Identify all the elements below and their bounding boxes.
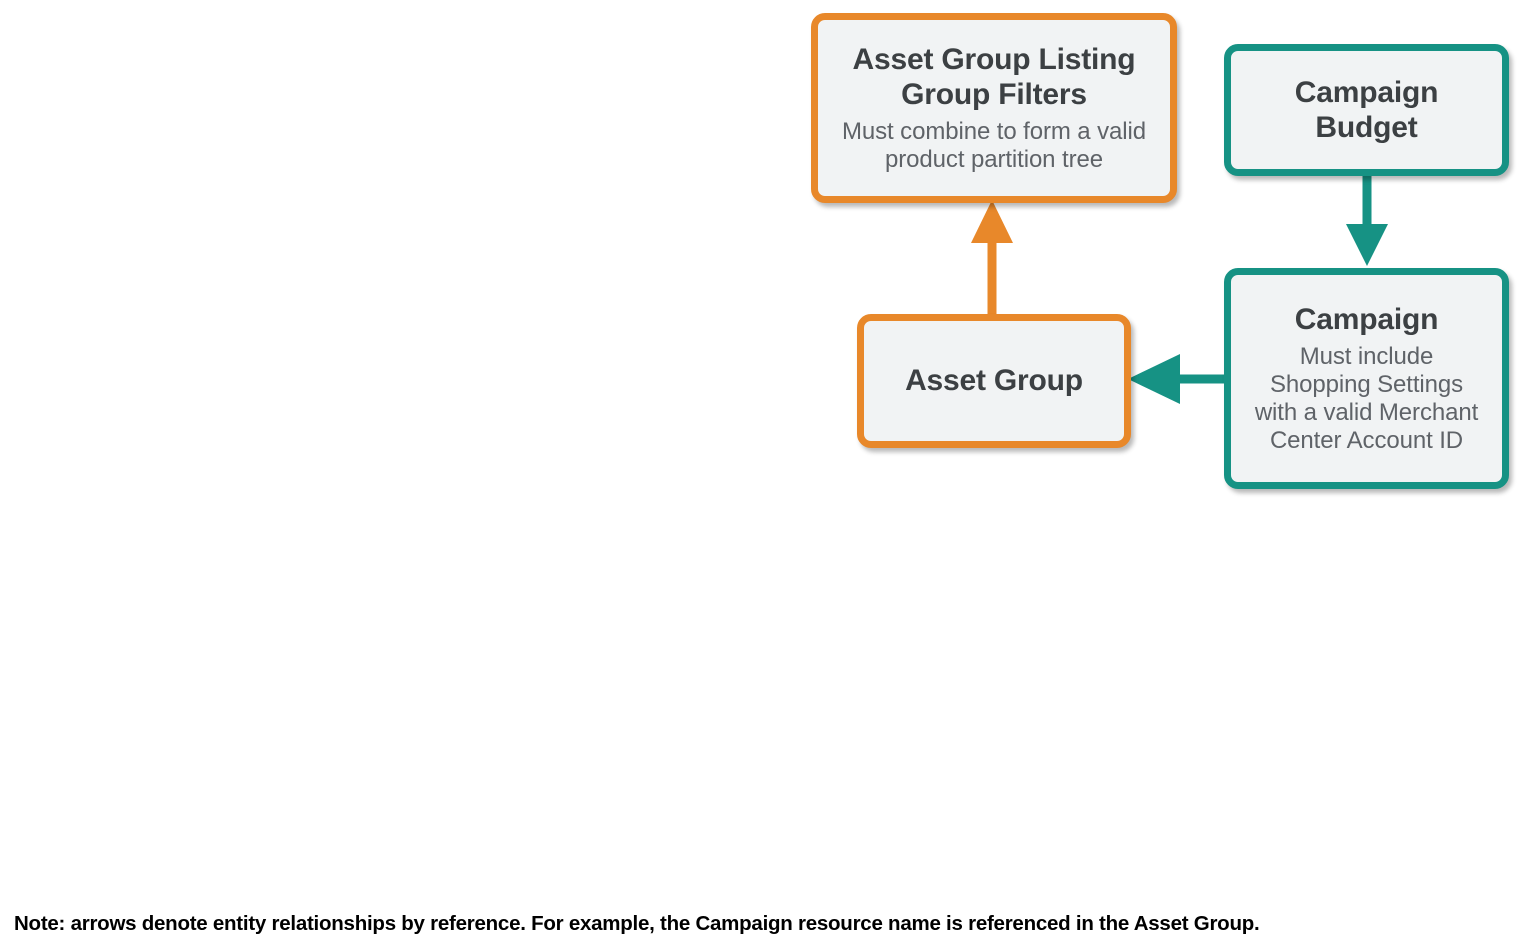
node-campaign-budget[interactable]: Campaign Budget — [1224, 44, 1509, 176]
node-subtitle-line-1: Must include — [1299, 342, 1434, 370]
edge-campaign-budget-to-campaign — [1346, 172, 1388, 266]
node-subtitle-line-4: Center Account ID — [1269, 427, 1464, 455]
node-title: Campaign — [1294, 302, 1439, 337]
node-title: Campaign Budget — [1294, 75, 1439, 145]
node-title-line-1: Asset Group Listing — [852, 42, 1136, 76]
node-title: Asset Group — [905, 363, 1083, 398]
node-title-line-1: Asset Group — [905, 364, 1083, 398]
node-asset-group-listing-group-filters[interactable]: Asset Group Listing Group Filters Must c… — [811, 13, 1177, 203]
edge-asset-group-to-listing-group-filters — [971, 200, 1013, 318]
node-asset-group[interactable]: Asset Group — [857, 314, 1131, 448]
node-subtitle-line-2: product partition tree — [885, 146, 1103, 174]
node-subtitle-line-1: Must combine to form a valid — [842, 118, 1146, 146]
node-campaign[interactable]: Campaign Must include Shopping Settings … — [1224, 268, 1509, 489]
node-subtitle-line-3: with a valid Merchant — [1254, 399, 1479, 427]
node-subtitle: Must combine to form a valid product par… — [842, 118, 1146, 174]
node-subtitle-line-2: Shopping Settings — [1269, 370, 1464, 398]
node-title-line-2: Group Filters — [901, 77, 1087, 111]
node-title-line-2: Budget — [1315, 111, 1418, 144]
edge-campaign-to-asset-group — [1128, 354, 1228, 404]
node-title: Asset Group Listing Group Filters — [853, 42, 1136, 112]
node-title-line-1: Campaign — [1294, 75, 1439, 109]
node-subtitle: Must include Shopping Settings with a va… — [1255, 343, 1478, 455]
diagram-note: Note: arrows denote entity relationships… — [14, 912, 1260, 935]
node-title-line-1: Campaign — [1294, 302, 1439, 336]
